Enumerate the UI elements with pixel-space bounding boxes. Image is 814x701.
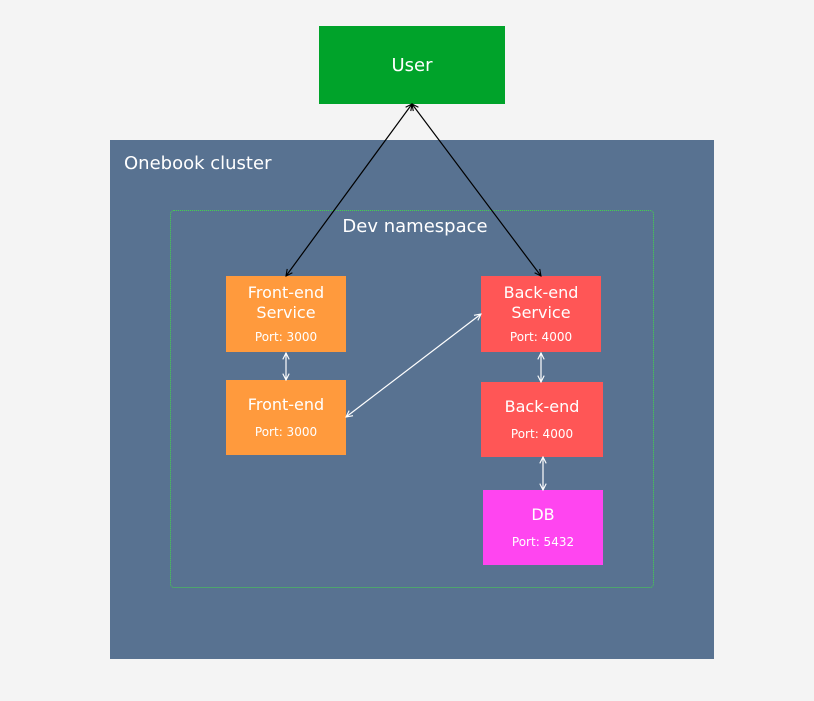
backend-service-node: Back-end Service Port: 4000 [481,276,601,352]
frontend-service-port: Port: 3000 [254,330,318,344]
backend-port: Port: 4000 [510,427,574,441]
frontend-service-title-line1: Front-end [247,283,325,302]
backend-service-title-line1: Back-end [503,283,579,302]
db-port: Port: 5432 [511,535,575,549]
user-node: User [319,26,505,104]
frontend-title: Front-end [247,395,325,414]
backend-node: Back-end Port: 4000 [481,382,603,457]
db-title: DB [531,505,555,524]
backend-service-title-line2: Service [511,303,571,322]
backend-service-port: Port: 4000 [509,330,573,344]
cluster-label: Onebook cluster [124,153,272,174]
frontend-service-node: Front-end Service Port: 3000 [226,276,346,352]
user-label: User [391,54,433,76]
frontend-port: Port: 3000 [254,425,318,439]
db-node: DB Port: 5432 [483,490,603,565]
backend-title: Back-end [504,397,580,416]
frontend-service-title-line2: Service [256,303,316,322]
namespace-label: Dev namespace [342,216,488,237]
frontend-node: Front-end Port: 3000 [226,380,346,455]
